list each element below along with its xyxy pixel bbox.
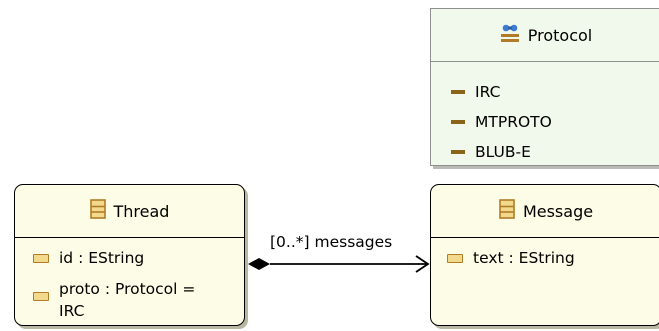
message-class-header: Message [431,185,659,237]
enum-literal-icon [451,150,465,154]
message-class-title: Message [522,201,594,221]
enum-literal-mtproto[interactable]: MTPROTO [451,111,552,133]
thread-class-header: Thread [15,185,244,237]
enumeration-icon [500,23,520,47]
thread-class-title: Thread [113,201,170,221]
navigation-arrowhead [415,255,430,273]
enum-literal-blub-e[interactable]: BLUB-E [451,141,531,163]
message-class-box[interactable]: Message text : EString [430,184,659,326]
enum-literal-irc[interactable]: IRC [451,81,500,103]
attribute-icon [33,292,49,301]
class-icon [499,199,515,223]
thread-attr-id[interactable]: id : EString [33,247,144,269]
protocol-enum-box[interactable]: Protocol IRC MTPROTO BLUB-E [430,8,659,166]
protocol-enum-header: Protocol [431,9,659,61]
thread-attr-proto[interactable]: proto : Protocol = IRC [33,278,195,322]
association-label[interactable]: [0..*] messages [270,233,393,251]
attribute-icon [33,254,49,263]
message-attr-text[interactable]: text : EString [447,247,575,269]
thread-class-box[interactable]: Thread id : EString proto : Protocol = I… [14,184,245,326]
class-icon [89,199,106,223]
enum-literal-icon [451,90,465,94]
composition-diamond [248,258,270,270]
attribute-icon [447,254,463,263]
protocol-enum-title: Protocol [527,25,593,45]
enum-literal-icon [451,120,465,124]
